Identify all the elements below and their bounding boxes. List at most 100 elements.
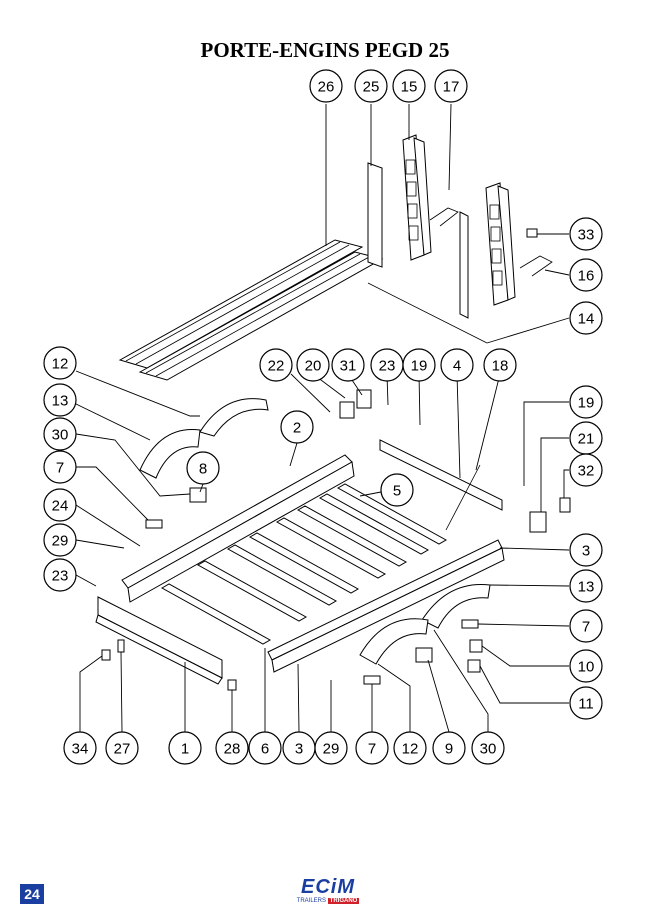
callout-circle bbox=[355, 731, 389, 765]
callout-30: 30 bbox=[471, 731, 505, 765]
callout-circle bbox=[43, 523, 77, 557]
callout-circle bbox=[569, 217, 603, 251]
callout-circle bbox=[215, 731, 249, 765]
callout-circle bbox=[569, 301, 603, 335]
part-fender-upper-13 bbox=[139, 429, 201, 479]
callout-label: 29 bbox=[323, 741, 340, 758]
part-8 bbox=[189, 487, 207, 503]
part-7a bbox=[145, 519, 163, 529]
callout-5: 5 bbox=[380, 473, 414, 507]
callout-8: 8 bbox=[186, 451, 220, 485]
parts-drawing bbox=[95, 134, 571, 691]
callout-label: 4 bbox=[453, 358, 461, 375]
callout-label: 9 bbox=[445, 741, 453, 758]
callout-2: 2 bbox=[280, 410, 314, 444]
part-fender-lower-13 bbox=[421, 583, 491, 629]
callout-circle bbox=[569, 686, 603, 720]
callout-circle bbox=[331, 348, 365, 382]
callout-circle bbox=[43, 488, 77, 522]
callout-20: 20 bbox=[296, 348, 330, 382]
callout-13: 13 bbox=[569, 569, 603, 603]
callout-17: 17 bbox=[434, 69, 468, 103]
callout-24: 24 bbox=[43, 488, 77, 522]
part-31 bbox=[356, 389, 372, 409]
callout-label: 22 bbox=[268, 358, 285, 375]
callout-circle bbox=[314, 731, 348, 765]
callout-23: 23 bbox=[370, 348, 404, 382]
callout-circle bbox=[434, 69, 468, 103]
callout-label: 19 bbox=[578, 395, 595, 412]
callout-label: 17 bbox=[443, 79, 460, 96]
callout-6: 6 bbox=[248, 731, 282, 765]
callout-label: 25 bbox=[363, 79, 380, 96]
callout-circle bbox=[569, 569, 603, 603]
part-10 bbox=[469, 639, 483, 653]
callout-circle bbox=[63, 731, 97, 765]
part-ramp-ladder-right bbox=[485, 182, 516, 306]
part-34 bbox=[101, 649, 111, 661]
callout-label: 30 bbox=[52, 427, 69, 444]
logo-sub-prefix: TRAILERS bbox=[296, 898, 326, 904]
part-plate bbox=[367, 162, 383, 268]
logo-main-text: ECiM bbox=[301, 876, 355, 898]
callout-12: 12 bbox=[393, 731, 427, 765]
callout-30: 30 bbox=[43, 417, 77, 451]
callout-28: 28 bbox=[215, 731, 249, 765]
callout-label: 16 bbox=[578, 268, 595, 285]
logo-sub-text: TRAILERS TRIGANO bbox=[288, 898, 368, 904]
part-front-member bbox=[95, 596, 223, 685]
callout-13: 13 bbox=[43, 383, 77, 417]
part-fender-lower-12 bbox=[359, 618, 429, 665]
callout-label: 30 bbox=[480, 741, 497, 758]
callout-label: 7 bbox=[368, 741, 376, 758]
callout-label: 20 bbox=[305, 358, 322, 375]
callout-label: 33 bbox=[578, 227, 595, 244]
callout-22: 22 bbox=[259, 348, 293, 382]
part-7b bbox=[461, 619, 479, 629]
callout-label: 7 bbox=[582, 619, 590, 636]
callout-circle bbox=[569, 533, 603, 567]
page-title: PORTE-ENGINS PEGD 25 bbox=[200, 38, 450, 62]
callout-label: 24 bbox=[52, 498, 69, 515]
callout-11: 11 bbox=[569, 686, 603, 720]
callout-label: 23 bbox=[379, 358, 396, 375]
callout-3: 3 bbox=[569, 533, 603, 567]
callout-29: 29 bbox=[314, 731, 348, 765]
callout-label: 32 bbox=[578, 463, 595, 480]
callout-label: 7 bbox=[56, 460, 64, 477]
callout-label: 11 bbox=[578, 696, 594, 713]
callout-label: 18 bbox=[492, 358, 509, 375]
callout-label: 19 bbox=[411, 358, 428, 375]
callout-label: 3 bbox=[295, 741, 303, 758]
callout-circle bbox=[43, 450, 77, 484]
callout-1: 1 bbox=[168, 731, 202, 765]
callout-label: 26 bbox=[318, 79, 335, 96]
callout-label: 12 bbox=[52, 356, 69, 373]
callout-circle bbox=[569, 453, 603, 487]
callout-circle bbox=[432, 731, 466, 765]
callout-10: 10 bbox=[569, 649, 603, 683]
callout-label: 5 bbox=[393, 483, 401, 500]
callout-label: 6 bbox=[261, 741, 269, 758]
page-number: 24 bbox=[20, 884, 44, 904]
callout-circle bbox=[259, 348, 293, 382]
callout-32: 32 bbox=[569, 453, 603, 487]
callout-circle bbox=[43, 346, 77, 380]
part-33 bbox=[526, 228, 538, 238]
callout-circle bbox=[393, 731, 427, 765]
callout-34: 34 bbox=[63, 731, 97, 765]
callout-label: 27 bbox=[114, 741, 131, 758]
callout-7: 7 bbox=[43, 450, 77, 484]
callout-9: 9 bbox=[432, 731, 466, 765]
callout-circle bbox=[471, 731, 505, 765]
callout-18: 18 bbox=[483, 348, 517, 382]
part-ramp-ladder-left bbox=[402, 134, 469, 319]
part-28 bbox=[227, 679, 237, 691]
callout-circle bbox=[569, 649, 603, 683]
callout-7: 7 bbox=[569, 609, 603, 643]
part-bracket-17 bbox=[429, 207, 459, 227]
logo-sub-brand: TRIGANO bbox=[327, 898, 360, 904]
callout-circle bbox=[105, 731, 139, 765]
callout-16: 16 bbox=[569, 258, 603, 292]
